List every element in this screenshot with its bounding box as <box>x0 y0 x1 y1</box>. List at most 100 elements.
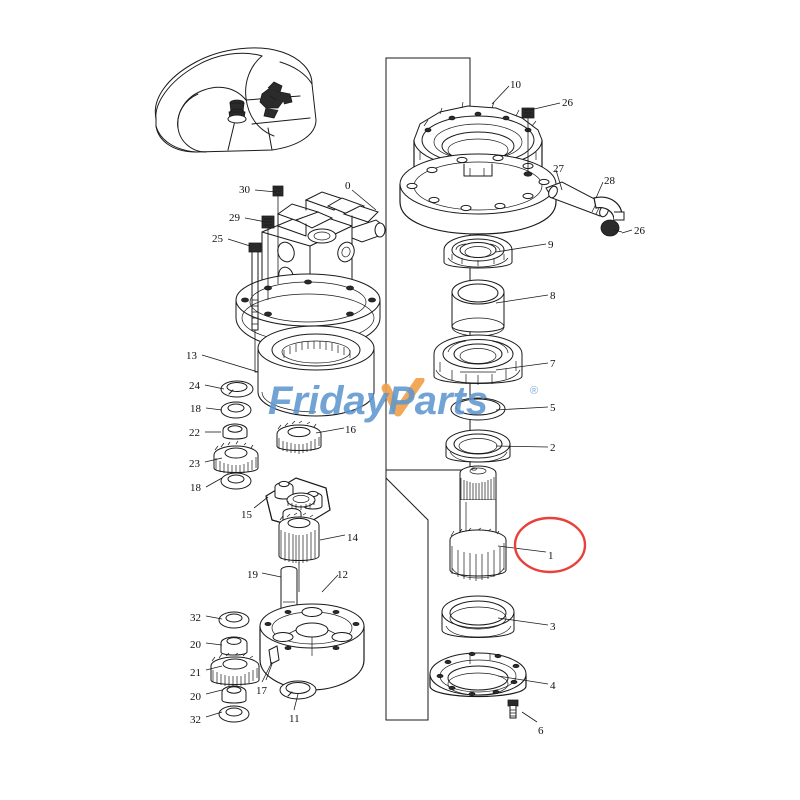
leader-26 <box>621 229 633 234</box>
leader-17 <box>261 661 273 683</box>
callout-label-1: 1 <box>548 550 554 562</box>
leader-32 <box>205 615 223 620</box>
bushing-20-upper <box>220 636 248 656</box>
leader-8 <box>495 294 549 304</box>
callout-label-21: 21 <box>190 667 201 679</box>
leader-2 <box>495 445 549 448</box>
callout-label-3: 3 <box>550 621 556 633</box>
leader-25 <box>227 238 251 247</box>
leader-27 <box>555 169 563 191</box>
callout-label-22: 22 <box>189 427 200 439</box>
callout-label-32: 32 <box>190 714 201 726</box>
leader-18 <box>205 407 223 411</box>
callout-label-28: 28 <box>604 175 615 187</box>
pinion-teeth <box>450 527 505 581</box>
elbow-28 <box>593 196 625 237</box>
callout-label-26: 26 <box>634 225 645 237</box>
oil-seal-2 <box>445 429 511 463</box>
spline-gear-14 <box>278 512 320 592</box>
leader-10 <box>491 85 510 105</box>
callout-label-24: 24 <box>189 380 200 392</box>
leader-12 <box>321 574 339 593</box>
gear-21 <box>210 652 260 687</box>
callout-label-7: 7 <box>550 358 556 370</box>
leader-26 <box>529 102 561 111</box>
gear-case-10 <box>399 101 557 235</box>
leader-20 <box>205 689 223 695</box>
plug-26-upper <box>521 107 535 177</box>
washer-32-upper <box>218 611 250 629</box>
oring-5 <box>450 397 506 421</box>
planet-gear-16 <box>276 420 322 454</box>
callout-label-27: 27 <box>553 163 564 175</box>
callout-label-12: 12 <box>337 569 348 581</box>
tank-cover-assembly <box>154 47 317 153</box>
leader-5 <box>495 406 549 411</box>
leader-13 <box>201 354 259 373</box>
callout-label-5: 5 <box>550 402 556 414</box>
lower-gear-stack <box>210 611 260 723</box>
leader-14 <box>319 534 346 541</box>
callout-label-30: 30 <box>239 184 250 196</box>
callout-label-23: 23 <box>189 458 200 470</box>
ring-gear-housing <box>257 325 375 417</box>
highlight-ellipse <box>513 516 587 574</box>
leader-3 <box>497 617 549 626</box>
callout-leader-lines <box>201 85 633 723</box>
bushing-20-lower <box>221 685 247 704</box>
flange-bolt-holes <box>406 154 550 212</box>
bearing-7 <box>433 334 523 385</box>
leader-6 <box>521 711 538 723</box>
leader-0 <box>351 189 377 211</box>
shaft-spline-teeth <box>460 477 495 503</box>
washer-18-lower <box>220 472 252 490</box>
washer-18-upper <box>220 401 252 419</box>
callout-label-10: 10 <box>510 79 521 91</box>
callout-label-15: 15 <box>241 509 252 521</box>
callout-label-17: 17 <box>256 685 267 697</box>
bolt-30 <box>272 185 284 284</box>
seal-retainer-4 <box>429 651 527 698</box>
callout-label-6: 6 <box>538 725 544 737</box>
leader-24 <box>204 384 225 390</box>
callout-label-13: 13 <box>186 350 197 362</box>
tank-filler-cap <box>227 99 247 124</box>
leader-32 <box>205 711 223 718</box>
leader-18 <box>205 477 223 488</box>
callout-label-2: 2 <box>550 442 556 454</box>
pin-17 <box>265 645 280 681</box>
leader-23 <box>204 457 223 463</box>
callout-label-32: 32 <box>190 612 201 624</box>
tank-fitting-cluster <box>259 81 293 119</box>
leader-15 <box>253 496 269 509</box>
washer-32-lower <box>218 705 250 723</box>
seal-ring-3 <box>441 595 515 638</box>
output-shaft-1 <box>449 465 507 581</box>
lower-carrier-12 <box>259 603 365 691</box>
callout-label-8: 8 <box>550 290 556 302</box>
planet-carrier-15 <box>265 477 331 529</box>
leader-29 <box>244 217 267 223</box>
leader-20 <box>205 642 223 646</box>
callout-label-18: 18 <box>190 482 201 494</box>
callout-label-18: 18 <box>190 403 201 415</box>
leader-28 <box>595 181 604 199</box>
callout-label-26: 26 <box>562 97 573 109</box>
sun-gear-23 <box>213 440 259 475</box>
leader-4 <box>497 675 549 685</box>
callout-label-0: 0 <box>345 180 351 192</box>
callout-label-29: 29 <box>229 212 240 224</box>
carrier-center-gear <box>286 492 316 510</box>
callout-label-9: 9 <box>548 239 554 251</box>
snap-ring-24 <box>220 380 254 398</box>
leader-9 <box>495 243 547 253</box>
snap-ring-11 <box>279 680 317 700</box>
bolt-29 <box>261 215 275 300</box>
spacer-8 <box>451 279 505 337</box>
bearing-9 <box>443 234 513 269</box>
leader-26-lower <box>613 229 623 233</box>
bolt-6 <box>507 699 519 719</box>
leader-11 <box>293 693 299 711</box>
callout-label-4: 4 <box>550 680 556 692</box>
